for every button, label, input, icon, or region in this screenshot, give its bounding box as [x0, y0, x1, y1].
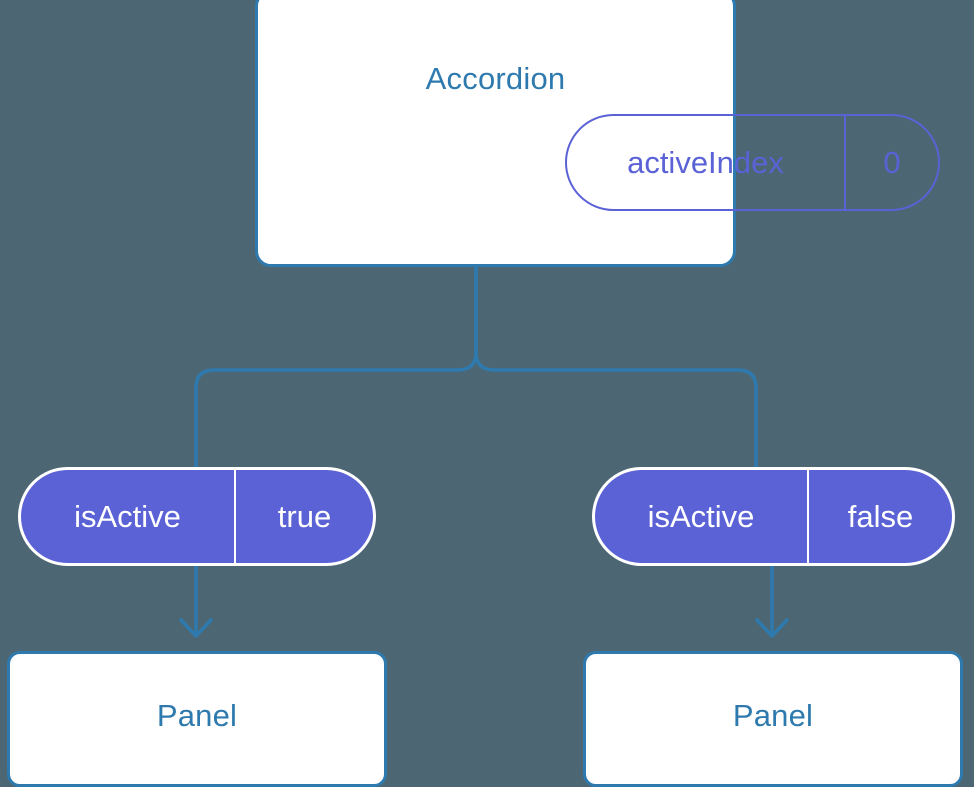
- prop-pill-value: false: [807, 470, 952, 563]
- panel-title: Panel: [732, 698, 814, 733]
- component-state-diagram: Accordion activeIndex 0 isActive true Pa…: [7, 0, 963, 787]
- prop-pill-key: isActive: [74, 498, 181, 534]
- accordion-node: Accordion activeIndex 0: [255, 0, 940, 267]
- arrow-right-pill-to-panel: [755, 564, 789, 638]
- state-pill-key: activeIndex: [627, 144, 784, 180]
- accordion-title: Accordion: [425, 61, 566, 96]
- arrow-left-pill-to-panel: [179, 564, 213, 638]
- panel-title: Panel: [156, 698, 238, 733]
- tree-connector-path: [194, 264, 478, 470]
- tree-connector-path-right: [474, 264, 758, 470]
- state-pill-active-index: activeIndex 0: [565, 114, 940, 211]
- prop-pill-key: isActive: [647, 498, 755, 534]
- prop-pill-is-active-true: isActive true: [18, 467, 376, 566]
- state-pill-value: 0: [844, 116, 938, 209]
- prop-pill-is-active-false: isActive false: [592, 467, 955, 566]
- panel-node-left: Panel: [7, 651, 387, 787]
- panel-node-right: Panel: [583, 651, 963, 787]
- prop-pill-value: true: [234, 470, 373, 563]
